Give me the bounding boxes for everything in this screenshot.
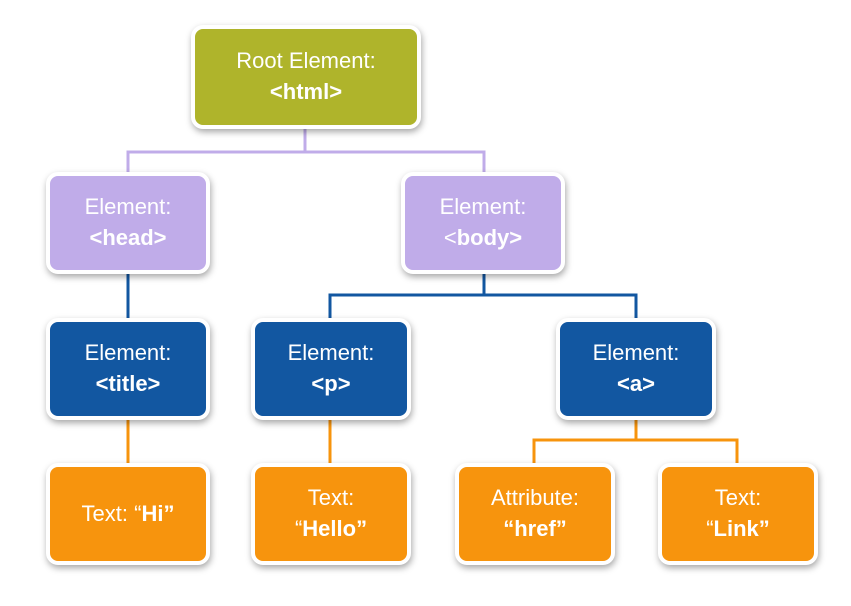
node-p-tag: <p> bbox=[311, 371, 351, 396]
connector-body-children bbox=[328, 293, 638, 320]
node-p-label: Element: bbox=[287, 340, 375, 366]
node-a: Element: <a> bbox=[556, 318, 716, 420]
node-text-hi-suffix: ” bbox=[163, 500, 175, 526]
node-text-hello-content: “Hello” bbox=[295, 514, 367, 545]
connector-level2-to-leaves bbox=[126, 418, 739, 465]
node-head-tag: <head> bbox=[89, 225, 167, 250]
node-text-hello: Text: “Hello” bbox=[251, 463, 411, 565]
node-text-hello-value: Hello bbox=[302, 516, 357, 541]
node-body-tag-name: body bbox=[456, 225, 510, 250]
node-text-link-label: Text: bbox=[714, 485, 762, 511]
node-text-hi-value: Hi bbox=[141, 500, 164, 526]
node-body: Element: <body> bbox=[401, 172, 565, 274]
connector-a-children bbox=[532, 438, 739, 465]
node-root-label: Root Element: bbox=[236, 48, 376, 74]
node-attribute-href-label: Attribute: bbox=[490, 485, 580, 511]
node-title-tag: <title> bbox=[95, 371, 161, 396]
node-title: Element: <title> bbox=[46, 318, 210, 420]
node-text-link-content: “Link” bbox=[706, 514, 770, 545]
node-title-label: Element: bbox=[84, 340, 172, 366]
node-head-label: Element: bbox=[84, 194, 172, 220]
node-a-tag: <a> bbox=[617, 371, 655, 396]
connector-level1-to-level2 bbox=[126, 272, 638, 322]
node-head: Element: <head> bbox=[46, 172, 210, 274]
node-text-link-value: Link bbox=[713, 516, 759, 541]
node-text-hi-prefix: Text: “ bbox=[81, 500, 142, 526]
node-body-tag: <body> bbox=[444, 223, 522, 254]
node-body-tag-open: < bbox=[443, 225, 457, 250]
node-text-hello-suffix: ” bbox=[356, 516, 368, 541]
connector-root-to-level1 bbox=[126, 127, 486, 175]
node-text-link: Text: “Link” bbox=[658, 463, 818, 565]
node-root-tag: <html> bbox=[269, 79, 343, 104]
node-text-hi-content: Text: “Hi” bbox=[82, 499, 175, 530]
node-root-html: Root Element: <html> bbox=[191, 25, 421, 129]
node-p: Element: <p> bbox=[251, 318, 411, 420]
node-text-hi: Text: “Hi” bbox=[46, 463, 210, 565]
node-a-label: Element: bbox=[592, 340, 680, 366]
node-body-label: Element: bbox=[439, 194, 527, 220]
node-text-link-prefix: “ bbox=[706, 516, 714, 541]
node-text-hello-prefix: “ bbox=[294, 516, 303, 541]
node-attribute-href: Attribute: “href” bbox=[455, 463, 615, 565]
node-body-tag-close: > bbox=[509, 225, 523, 250]
node-text-hello-label: Text: bbox=[307, 485, 355, 511]
node-text-link-suffix: ” bbox=[758, 516, 770, 541]
node-attribute-href-value: “href” bbox=[503, 516, 567, 541]
